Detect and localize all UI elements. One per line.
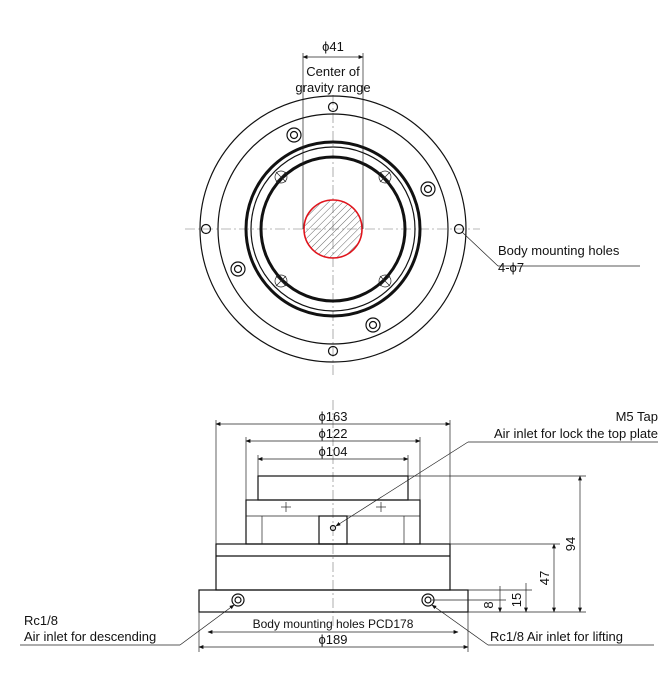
tapped-holes-top-plate (274, 170, 392, 288)
top-view: ϕ41 Center of gravity range Body mountin… (185, 39, 640, 375)
base-flange (198, 589, 469, 613)
mounting-hole-right (453, 223, 465, 235)
rc-left-label-line2: Air inlet for descending (24, 629, 156, 644)
top-plate-step-circle (250, 146, 416, 312)
mounting-hole-left (200, 223, 212, 235)
top-plate-ring-inner (259, 155, 407, 303)
m5-label-line2: Air inlet for lock the top plate (494, 426, 658, 441)
dim-163-text: ϕ163 (319, 409, 348, 424)
dim-122-text: ϕ122 (319, 426, 348, 441)
rc-right-label: Rc1/8 Air inlet for lifting (490, 629, 623, 644)
mounting-hole-top (327, 101, 339, 113)
mounting-holes-label-line2: 4-ϕ7 (498, 260, 524, 275)
m5-tap-hole (329, 524, 337, 532)
center-of-gravity-range (303, 199, 363, 259)
height-47-text: 47 (537, 571, 552, 585)
m5-leader (335, 441, 469, 527)
outer-body-circle (217, 113, 449, 345)
side-screw-marks (281, 502, 386, 512)
height-15-text: 15 (509, 593, 524, 607)
rc-port-left (231, 593, 245, 607)
pcd-text: Body mounting holes PCD178 (253, 617, 414, 631)
height-94-text: 94 (563, 537, 578, 551)
rc-left-leader (179, 604, 235, 646)
cog-dimension-text: ϕ41 (322, 39, 344, 54)
height-8-text: 8 (481, 601, 496, 608)
cog-label-line1: Center of (306, 64, 360, 79)
body-mounting-holes (200, 101, 465, 357)
mounting-holes-leader (461, 231, 499, 267)
dim-104-text: ϕ104 (319, 444, 348, 459)
m5-label-line1: M5 Tap (616, 409, 658, 424)
top-plate-ring-outer (244, 140, 422, 318)
mounting-hole-bottom (327, 345, 339, 357)
mounting-holes-label-line1: Body mounting holes (498, 243, 620, 258)
rc-left-label-line1: Rc1/8 (24, 613, 58, 628)
cog-label-line2: gravity range (295, 80, 370, 95)
side-view: ϕ163 ϕ122 ϕ104 Body mounting holes PCD17… (20, 400, 658, 652)
rc-right-leader (431, 604, 489, 646)
counterbore-screws (230, 127, 436, 333)
outer-flange-circle (199, 95, 467, 363)
dim-189-text: ϕ189 (319, 632, 348, 647)
m5-tap-port-block (318, 515, 348, 545)
